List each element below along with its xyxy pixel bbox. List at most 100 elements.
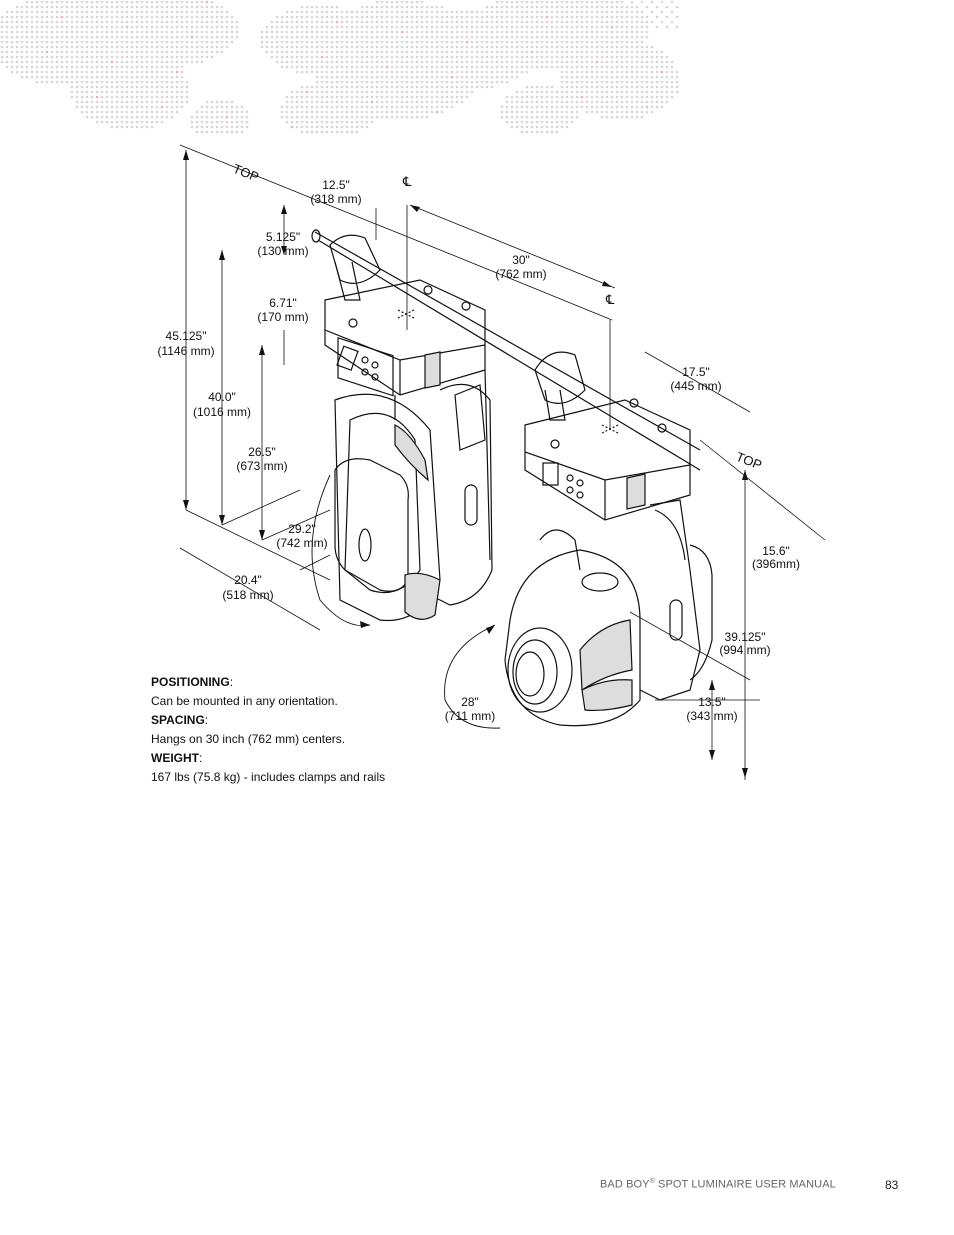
- map-dot: [435, 25, 439, 29]
- map-dot: [405, 65, 409, 69]
- map-dot: [215, 115, 219, 119]
- map-dot: [635, 15, 639, 19]
- map-dot: [595, 40, 599, 44]
- map-dot: [295, 55, 299, 59]
- map-dot: [85, 70, 89, 74]
- map-dot: [510, 15, 514, 19]
- map-dot: [335, 25, 339, 29]
- map-dot: [95, 80, 99, 84]
- map-dot: [80, 10, 84, 14]
- map-dot: [335, 30, 339, 34]
- map-dot: [630, 75, 634, 79]
- map-dot: [385, 80, 389, 84]
- map-dot: [660, 55, 664, 59]
- map-dot: [195, 40, 199, 44]
- map-dot: [660, 100, 664, 104]
- map-dot: [70, 35, 74, 39]
- map-dot: [520, 25, 524, 29]
- map-dot: [170, 65, 174, 69]
- map-dot: [265, 45, 269, 49]
- map-dot: [610, 5, 614, 9]
- map-dot: [5, 20, 9, 24]
- map-dot: [525, 25, 529, 29]
- map-dot: [425, 95, 429, 99]
- map-dot: [325, 100, 329, 104]
- map-dot: [640, 105, 644, 109]
- rotation-arcs: [311, 474, 501, 729]
- map-dot: [225, 40, 229, 44]
- map-dot: [105, 115, 109, 119]
- map-dot: [15, 25, 19, 29]
- map-dot: [390, 10, 394, 14]
- map-dot: [280, 65, 284, 69]
- map-dot: [175, 45, 179, 49]
- map-dot: [495, 55, 499, 59]
- map-dot: [200, 30, 204, 34]
- map-dot: [290, 115, 294, 119]
- map-dot: [625, 20, 629, 24]
- map-dot: [395, 70, 399, 74]
- map-dot: [400, 115, 404, 119]
- map-dot: [515, 40, 519, 44]
- map-dot: [20, 65, 24, 69]
- map-dot: [290, 20, 294, 24]
- map-dot: [95, 95, 99, 99]
- map-dot: [555, 40, 559, 44]
- map-dot: [610, 75, 614, 79]
- map-dot: [400, 40, 404, 44]
- map-dot: [75, 45, 79, 49]
- map-dot: [455, 65, 459, 69]
- map-dot: [145, 80, 149, 84]
- map-dot: [655, 65, 659, 69]
- map-dot: [490, 65, 494, 69]
- map-dot: [110, 90, 114, 94]
- map-dot: [180, 80, 184, 84]
- map-dot: [565, 15, 569, 19]
- map-dot: [70, 70, 74, 74]
- map-dot: [595, 5, 599, 9]
- map-dot: [380, 115, 384, 119]
- map-dot: [415, 95, 419, 99]
- map-dot: [560, 120, 564, 124]
- map-dot: [350, 60, 354, 64]
- map-dot: [615, 85, 619, 89]
- map-dot: [380, 60, 384, 64]
- map-dot: [205, 0, 209, 4]
- map-dot: [145, 120, 149, 124]
- map-dot: [180, 95, 184, 99]
- map-dot: [135, 80, 139, 84]
- map-dot: [415, 75, 419, 79]
- registered-mark: ®: [649, 1178, 655, 1185]
- map-dot: [355, 90, 359, 94]
- map-dot: [370, 10, 374, 14]
- map-dot: [200, 120, 204, 124]
- map-dot: [565, 55, 569, 59]
- map-dot: [75, 30, 79, 34]
- map-dot: [560, 115, 564, 119]
- map-dot: [495, 45, 499, 49]
- map-dot: [375, 105, 379, 109]
- map-dot: [50, 10, 54, 14]
- map-dot: [185, 95, 189, 99]
- map-dot: [90, 105, 94, 109]
- map-dot: [85, 60, 89, 64]
- map-dot: [615, 25, 619, 29]
- map-dot: [410, 75, 414, 79]
- map-dot: [80, 0, 84, 4]
- map-dot: [295, 90, 299, 94]
- map-dot: [545, 40, 549, 44]
- map-dot: [635, 55, 639, 59]
- map-dot: [15, 15, 19, 19]
- map-dot: [170, 110, 174, 114]
- map-dot: [320, 55, 324, 59]
- map-dot: [570, 5, 574, 9]
- map-dot: [530, 10, 534, 14]
- map-dot: [650, 95, 654, 99]
- map-dot: [130, 70, 134, 74]
- map-dot: [545, 65, 549, 69]
- map-dot: [130, 25, 134, 29]
- map-dot: [110, 55, 114, 59]
- map-dot: [155, 85, 159, 89]
- map-dot: [640, 40, 644, 44]
- map-dot: [170, 45, 174, 49]
